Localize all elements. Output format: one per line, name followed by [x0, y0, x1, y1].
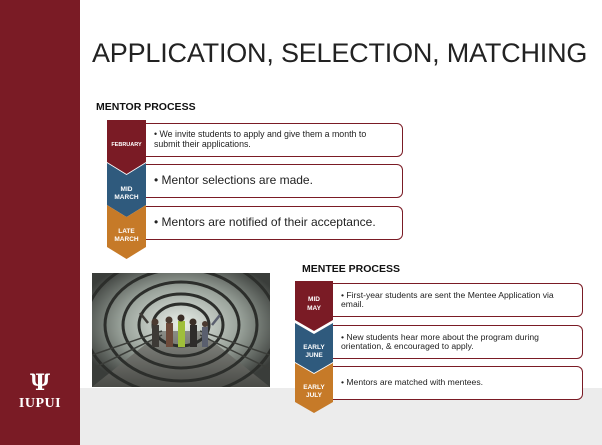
description-text: • Mentors are matched with mentees. — [341, 377, 484, 388]
date-line: JULY — [305, 392, 323, 399]
mentor-step-3-chevron — [107, 205, 146, 259]
photo-illustration — [92, 273, 270, 387]
mentee-step-2-description: • New students hear more about the progr… — [333, 325, 583, 359]
mentee-step-2-chevron — [295, 323, 333, 373]
mentor-step-1-date: FEBRUARY — [107, 142, 146, 149]
mentor-step-2-chevron — [107, 163, 146, 217]
slide-title: APPLICATION, SELECTION, MATCHING — [92, 38, 588, 68]
date-line: MID — [120, 185, 133, 193]
mentee-step-3-description: • Mentors are matched with mentees. — [333, 366, 583, 400]
description-text: • Mentors are notified of their acceptan… — [154, 215, 376, 230]
date-line: FEBRUARY — [111, 141, 142, 148]
mentee-process-heading: MENTEE PROCESS — [302, 263, 401, 275]
mentor-process-heading: MENTOR PROCESS — [96, 101, 196, 113]
mentor-step-3-description: • Mentors are notified of their acceptan… — [146, 206, 403, 240]
mentee-step-3-chevron-shape — [295, 363, 333, 413]
mentor-step-2-description: • Mentor selections are made. — [146, 164, 403, 198]
mentee-step-3-chevron — [295, 363, 333, 413]
date-line: MARCH — [114, 194, 139, 201]
date-line: MAY — [307, 304, 321, 312]
date-line: EARLY — [303, 383, 325, 391]
trident-icon: Ψ — [29, 370, 51, 396]
description-text: • First-year students are sent the Mente… — [341, 289, 554, 309]
mentor-step-3-chevron-shape — [107, 205, 146, 259]
date-line: MARCH — [114, 236, 139, 243]
mentor-step-1-chevron — [107, 120, 146, 174]
date-line: JUNE — [305, 352, 323, 359]
mentor-step-1-description: • We invite students to apply and give t… — [146, 123, 403, 157]
mentee-step-1-chevron-shape — [295, 281, 333, 331]
mentor-step-1-chevron-shape — [107, 120, 146, 174]
description-text: • We invite students to apply and give t… — [154, 129, 367, 149]
photo-students-bridge — [92, 273, 270, 387]
mentee-step-1-description: • First-year students are sent the Mente… — [333, 283, 583, 317]
mentee-step-1-chevron — [295, 281, 333, 331]
description-text: • Mentor selections are made. — [154, 173, 313, 188]
date-line: MID — [308, 296, 320, 304]
mentor-step-2-chevron-shape — [107, 163, 146, 217]
date-line: LATE — [118, 227, 135, 235]
mentee-step-2-chevron-shape — [295, 323, 333, 373]
description-text: • New students hear more about the progr… — [341, 331, 539, 351]
date-line: EARLY — [303, 343, 325, 351]
logo-text: IUPUI — [18, 396, 62, 411]
sidebar-band: Ψ IUPUI — [0, 0, 80, 445]
iupui-logo: Ψ IUPUI — [14, 372, 66, 412]
